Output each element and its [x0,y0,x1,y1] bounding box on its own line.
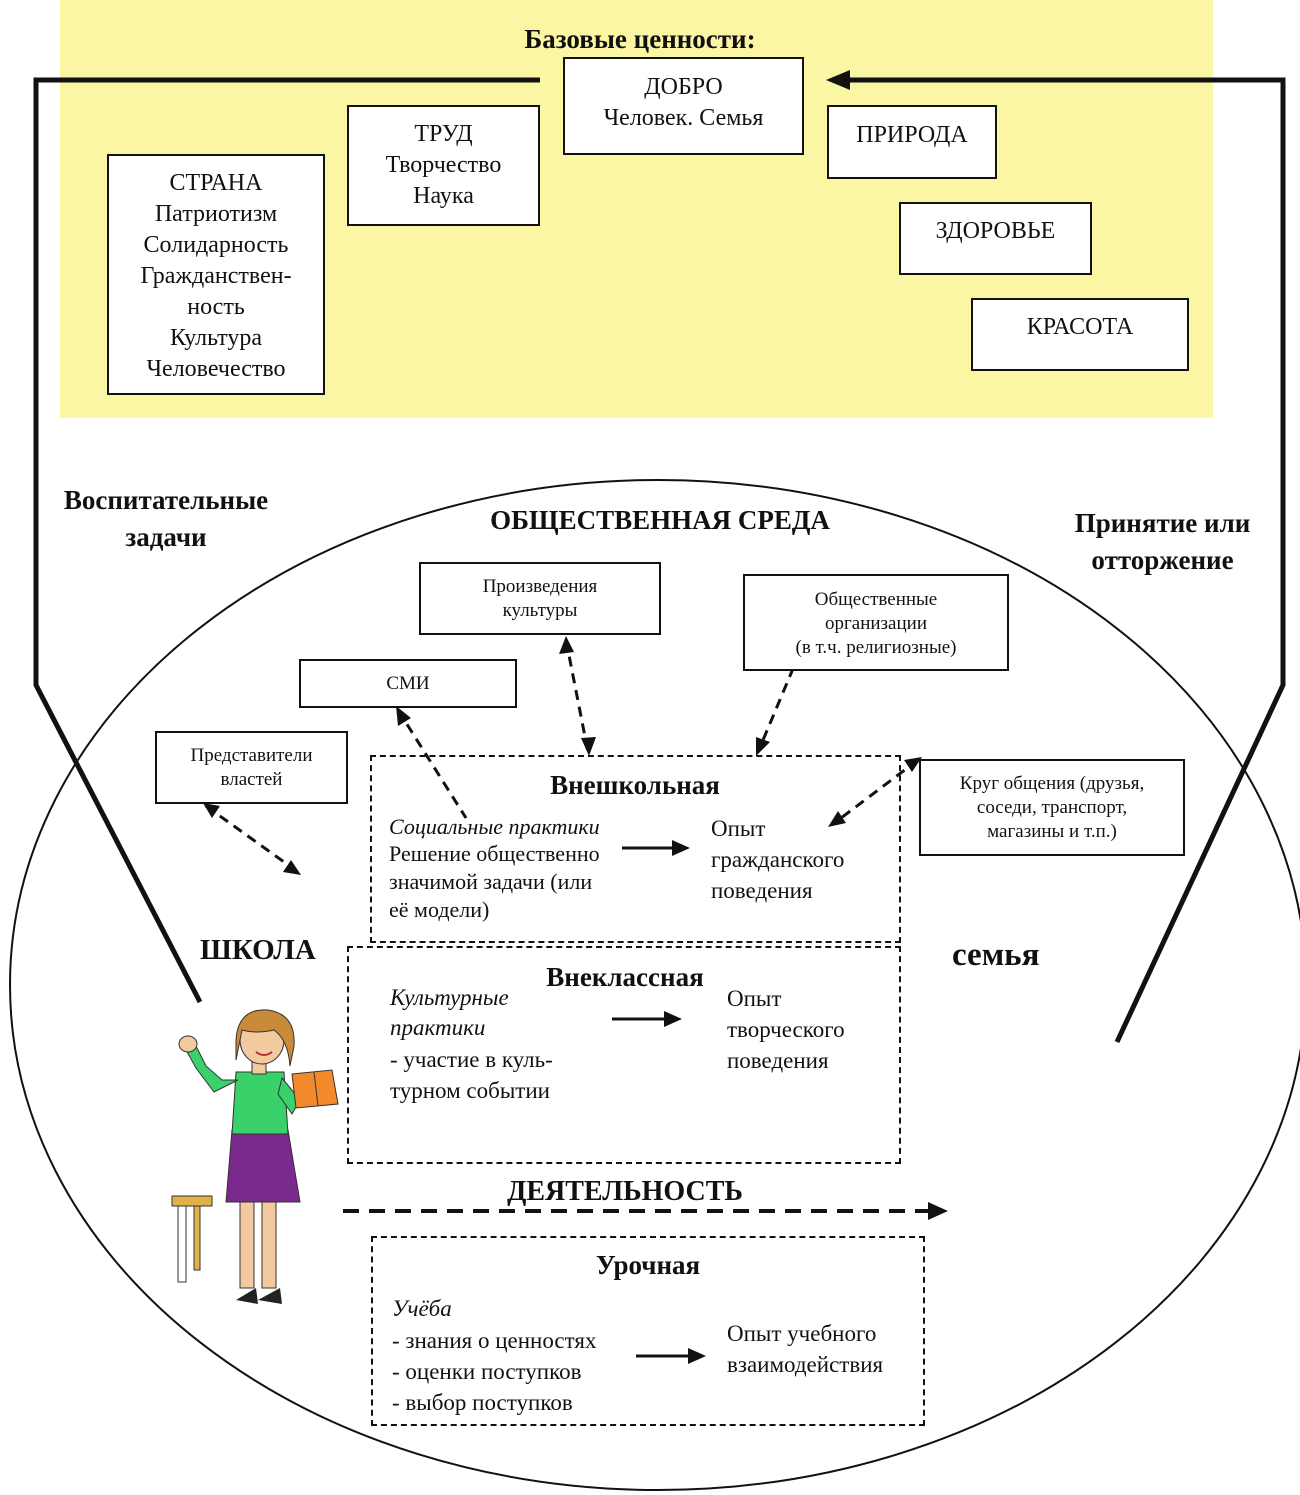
env-box-orgs: Общественные организации (в т.ч. религио… [743,574,1009,671]
arrow-circle-head-top [904,757,922,772]
value-strana-line-6: Культура [170,325,262,351]
extracurricular-practice-line-1: Решение общественно [389,841,600,866]
extracurricular-title: Внешкольная [550,770,720,800]
afterclass-practice-title-line-2: практики [390,1015,486,1040]
arrow-cultural-experience-head [664,1011,682,1027]
teacher-illustration [171,1009,339,1304]
left-task-line [33,77,540,1004]
value-strana-line-1: СТРАНА [169,170,263,196]
afterclass-practice-text: - участие в куль- турном событии [390,1044,553,1106]
value-strana-line-5: ность [187,294,245,320]
env-orgs-line-3: (в т.ч. религиозные) [795,637,957,658]
env-culture-line-2: культуры [502,600,578,621]
env-authorities-line-2: властей [220,769,283,790]
extracurricular-practice-line-3: её модели) [389,897,490,922]
environment-title: ОБЩЕСТВЕННАЯ СРЕДА [490,505,830,535]
lesson-experience-line-1: Опыт учебного [727,1321,877,1346]
right-line-arrowhead [826,70,850,90]
lesson-box [371,1236,925,1426]
value-strana-line-4: Гражданствен- [140,263,292,289]
afterclass-experience-line-2: творческого [727,1017,845,1042]
value-box-dobro: ДОБРО Человек. Семья [563,57,804,155]
lesson-experience-line-2: взаимодействия [727,1352,884,1377]
extracurricular-practice-line-2: значимой задачи (или [389,869,593,894]
extracurricular-practice-title: Социальные практики [389,814,600,839]
extracurricular-experience-line-2: гражданского [711,847,845,872]
activity-arrow-head [928,1202,948,1220]
lesson-experience: Опыт учебного взаимодействия [727,1318,883,1380]
lesson-item-3: - выбор поступков [392,1390,573,1415]
arrow-social-experience-head [672,840,690,856]
value-strana-line-3: Солидарность [143,232,289,258]
value-box-zdorovye: ЗДОРОВЬЕ [899,202,1092,275]
lesson-title: Урочная [595,1250,701,1280]
right-acceptance-label: Принятие или отторжение [1040,505,1285,579]
right-acceptance-line-1: Принятие или [1074,508,1251,538]
afterclass-experience-line-3: поведения [727,1048,829,1073]
value-box-trud: ТРУД Творчество Наука [347,105,540,226]
afterclass-experience-line-1: Опыт [727,986,782,1011]
extracurricular-experience-line-3: поведения [711,878,813,903]
arrow-study-experience-head [688,1348,706,1364]
school-label: ШКОЛА [200,934,316,966]
lesson-item-1: - знания о ценностях [392,1328,597,1353]
env-culture-line-1: Произведения [482,576,598,597]
value-dobro-line-1: ДОБРО [644,74,723,100]
lesson-item-2: - оценки поступков [392,1359,582,1384]
value-box-krasota: КРАСОТА [971,298,1189,371]
afterclass-practice-title: Культурные практики [390,983,509,1043]
env-authorities-line-1: Представители [190,745,313,766]
env-box-media: СМИ [299,659,517,708]
env-circle-line-2: соседи, транспорт, [976,797,1128,818]
left-tasks-label: Воспитательные задачи [36,482,296,556]
society-ellipse [9,479,1300,1491]
arrow-circle [832,758,919,826]
value-strana-line-7: Человечество [146,356,286,382]
env-box-culture: Произведения культуры [419,562,661,635]
env-circle-line-1: Круг общения (друзья, [959,773,1145,794]
afterclass-practice-title-line-1: Культурные [390,985,509,1010]
arrow-orgs-head-bottom [756,737,770,756]
base-values-title: Базовые ценности: [524,24,756,54]
value-trud-line-2: Творчество [385,152,502,178]
activity-label: ДЕЯТЕЛЬНОСТЬ [507,1176,743,1207]
extracurricular-practice-text: Решение общественно значимой задачи (или… [389,840,600,924]
afterclass-experience: Опыт творческого поведения [727,983,845,1076]
afterclass-title: Внеклассная [546,962,704,992]
right-acceptance-line-2: отторжение [1091,545,1234,575]
arrow-culture-head-bottom [581,737,596,756]
arrow-media-head-top [396,706,411,726]
env-box-authorities: Представители властей [155,731,348,804]
arrow-authorities [205,804,299,874]
value-dobro-line-2: Человек. Семья [603,105,764,131]
left-tasks-line-2: задачи [125,522,207,552]
env-circle-line-3: магазины и т.п.) [987,821,1117,842]
lesson-items: - знания о ценностях - оценки поступков … [392,1325,596,1418]
value-box-priroda: ПРИРОДА [827,105,997,179]
afterclass-practice-line-2: турном событии [390,1078,550,1103]
value-strana-line-2: Патриотизм [154,201,278,227]
arrow-authorities-head-top [203,803,220,818]
value-box-strana: СТРАНА Патриотизм Солидарность Гражданст… [107,154,325,395]
arrow-media [396,709,468,819]
arrow-authorities-head-bottom [283,860,301,875]
value-trud-line-3: Наука [413,183,474,209]
env-box-circle: Круг общения (друзья, соседи, транспорт,… [919,759,1185,856]
env-orgs-line-2: организации [824,613,927,634]
arrow-culture [564,639,590,753]
env-orgs-line-1: Общественные [814,589,938,610]
extracurricular-box [370,755,901,943]
value-trud-line-1: ТРУД [414,121,473,147]
lesson-study-title: Учёба [392,1296,452,1321]
left-tasks-line-1: Воспитательные [63,485,269,515]
family-label: семья [952,937,1040,973]
arrow-culture-head-top [559,636,574,654]
extracurricular-experience: Опыт гражданского поведения [711,813,844,906]
afterclass-box [347,946,901,1164]
right-acceptance-line [838,77,1286,1044]
extracurricular-experience-line-1: Опыт [711,816,766,841]
afterclass-practice-line-1: - участие в куль- [390,1047,553,1072]
arrow-circle-head-bottom [828,811,846,827]
